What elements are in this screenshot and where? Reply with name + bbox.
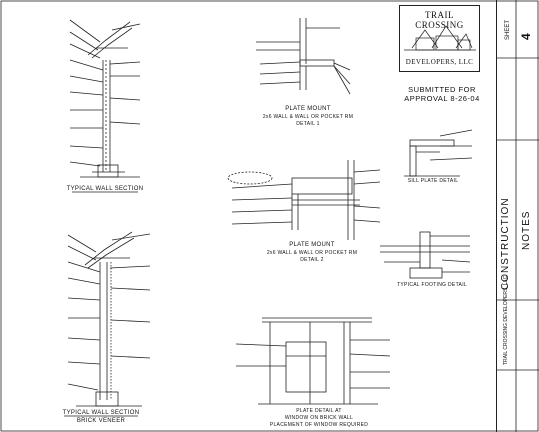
caption-plan-detail-2-c: DETAIL 2 xyxy=(300,257,324,263)
project-label: TRAIL CROSSING DEVELOPERS, LLC xyxy=(503,275,509,365)
title-block: SHEET 4 CONSTRUCTION NOTES TRAIL CROSSIN… xyxy=(496,0,539,432)
caption-plan-detail-1-b: 2x6 WALL & WALL OR POCKET RM xyxy=(262,114,354,120)
caption-wall-section-bottom-2: BRICK VENEER xyxy=(76,418,126,424)
caption-plan-detail-1-a: PLATE MOUNT xyxy=(285,106,331,112)
plan-detail-1-drawing xyxy=(256,18,351,95)
caption-plan-detail-2-b: 2x6 WALL & WALL OR POCKET RM xyxy=(266,250,358,256)
wall-section-bottom-drawing xyxy=(67,231,151,407)
footing-detail-drawing xyxy=(380,231,471,279)
caption-sill-plate-detail: SILL PLATE DETAIL xyxy=(407,178,459,184)
company-logo: TRAIL CROSSING DEVELOPERS, LLC xyxy=(399,5,480,72)
logo-house-icon xyxy=(404,25,476,51)
caption-window-detail-b: WINDOW ON BRICK WALL xyxy=(284,415,354,421)
caption-window-detail-a: PLATE DETAIL AT xyxy=(296,408,342,414)
stamp-line-1: SUBMITTED FOR xyxy=(408,85,476,94)
caption-plan-detail-1-c: DETAIL 1 xyxy=(296,121,320,127)
sheet-number: 4 xyxy=(519,33,533,40)
caption-footing-detail: TYPICAL FOOTING DETAIL xyxy=(397,282,467,288)
sill-plate-detail-drawing xyxy=(404,129,473,177)
wall-section-top-drawing xyxy=(69,19,141,178)
logo-name: TRAIL CROSSING xyxy=(415,10,464,30)
plan-detail-2-drawing xyxy=(227,160,381,240)
caption-plan-detail-2-a: PLATE MOUNT xyxy=(289,242,335,248)
logo-company: DEVELOPERS, LLC xyxy=(405,58,474,66)
caption-window-detail-c: PLACEMENT OF WINDOW REQUIRED xyxy=(269,422,369,428)
title-block-lines xyxy=(496,0,539,432)
sheet-label: SHEET xyxy=(505,19,511,40)
stamp-line-2: APPROVAL 8-26-04 xyxy=(404,94,480,103)
caption-wall-section-top: TYPICAL WALL SECTION xyxy=(66,186,144,192)
approval-stamp: SUBMITTED FOR APPROVAL 8-26-04 xyxy=(402,85,482,105)
drawing-title-2: NOTES xyxy=(521,210,532,250)
caption-wall-section-bottom-1: TYPICAL WALL SECTION xyxy=(62,410,140,416)
window-detail-drawing xyxy=(235,317,391,405)
